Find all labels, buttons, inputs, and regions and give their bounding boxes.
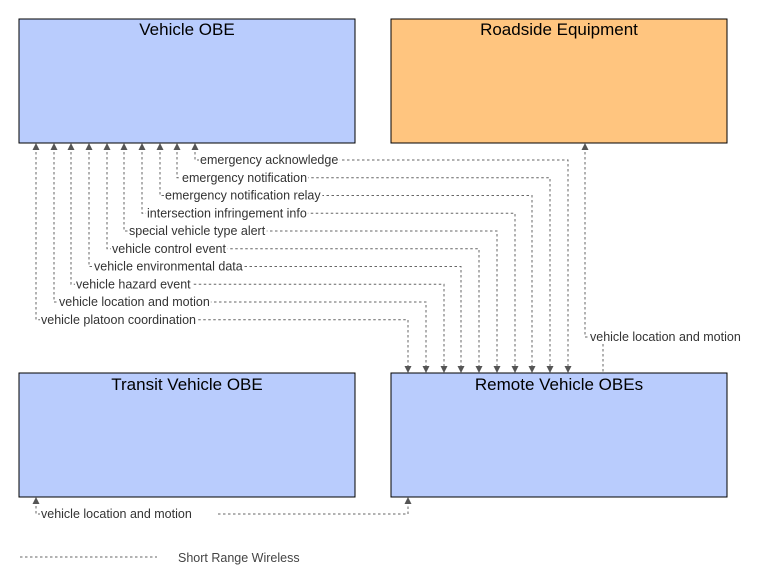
flow-label: emergency acknowledge — [200, 153, 338, 167]
flow-arrow-down-icon — [422, 366, 430, 373]
flow-7[interactable]: vehicle environmental data — [85, 143, 465, 373]
flow-arrow-down-icon — [511, 366, 519, 373]
flow-arrow-down-icon — [546, 366, 554, 373]
flow-label-bg — [58, 295, 211, 309]
transit-flow-label: vehicle location and motion — [41, 507, 192, 521]
legend-label: Short Range Wireless — [178, 551, 300, 565]
transit-flow[interactable]: vehicle location and motion — [32, 497, 412, 521]
flow-label-bg — [40, 312, 198, 327]
flow-arrow-down-icon — [440, 366, 448, 373]
flow-arrow-down-icon — [457, 366, 465, 373]
remote-vehicle-obes-box[interactable]: Remote Vehicle OBEs — [390, 372, 728, 498]
flow-label-bg — [181, 170, 309, 185]
flows-group: emergency acknowledge emergency notificat… — [32, 143, 572, 373]
remote-vehicle-obes-title: Remote Vehicle OBEs — [475, 375, 643, 394]
roadside-equipment-box[interactable]: Roadside Equipment — [390, 18, 728, 144]
flow-arrow-down-icon — [493, 366, 501, 373]
transit-flow-arrow-left-icon — [32, 497, 40, 504]
flow-arrow-down-icon — [528, 366, 536, 373]
flow-label-bg — [75, 277, 193, 292]
flow-line — [194, 147, 569, 369]
flow-label-bg — [93, 259, 244, 274]
flow-line — [141, 147, 516, 369]
flow-arrow-up-icon — [156, 143, 164, 150]
flow-label: special vehicle type alert — [129, 224, 266, 238]
flow-label: emergency notification — [182, 171, 307, 185]
flow-label-bg — [164, 188, 323, 203]
flow-line — [88, 147, 462, 369]
flow-label: emergency notification relay — [165, 189, 321, 203]
flow-line — [106, 147, 480, 369]
flow-arrow-up-icon — [32, 143, 40, 150]
roadside-flow-line — [584, 147, 604, 373]
transit-flow-arrow-right-icon — [404, 497, 412, 504]
vehicle-obe-rect — [18, 18, 356, 144]
flow-8[interactable]: vehicle hazard event — [67, 143, 448, 373]
transit-vehicle-obe-title: Transit Vehicle OBE — [111, 375, 263, 394]
flow-arrow-down-icon — [404, 366, 412, 373]
flow-label: vehicle platoon coordination — [41, 313, 196, 327]
transit-flow-line — [35, 501, 409, 515]
flow-3[interactable]: emergency notification relay — [156, 143, 536, 373]
flow-1[interactable]: emergency acknowledge — [191, 143, 572, 373]
flow-6[interactable]: vehicle control event — [103, 143, 483, 373]
roadside-equipment-rect — [390, 18, 728, 144]
flow-arrow-up-icon — [191, 143, 199, 150]
flow-arrow-up-icon — [50, 143, 58, 150]
flow-arrow-up-icon — [103, 143, 111, 150]
remote-vehicle-obes-rect — [390, 372, 728, 498]
flow-line — [159, 147, 533, 369]
flow-line — [123, 147, 498, 369]
flow-label-bg — [128, 224, 267, 238]
flow-label-bg — [146, 206, 308, 221]
flow-10[interactable]: vehicle platoon coordination — [32, 143, 412, 373]
roadside-flow-label-bg — [589, 329, 761, 344]
flow-arrow-up-icon — [173, 143, 181, 150]
flow-line — [176, 147, 551, 369]
flow-line — [53, 147, 427, 369]
flow-2[interactable]: emergency notification — [173, 143, 554, 373]
flow-9[interactable]: vehicle location and motion — [50, 143, 430, 373]
flow-arrow-down-icon — [475, 366, 483, 373]
flow-line — [35, 147, 409, 369]
flow-arrow-up-icon — [138, 143, 146, 150]
flow-label: intersection infringement info — [147, 206, 307, 220]
roadside-flow-label: vehicle location and motion — [590, 330, 741, 344]
vehicle-obe-title: Vehicle OBE — [139, 20, 234, 39]
vehicle-obe-box[interactable]: Vehicle OBE — [18, 18, 356, 144]
flow-arrow-up-icon — [67, 143, 75, 150]
legend: Short Range Wireless — [20, 551, 300, 565]
roadside-equipment-title: Roadside Equipment — [480, 20, 638, 39]
transit-vehicle-obe-box[interactable]: Transit Vehicle OBE — [18, 372, 356, 498]
flow-label: vehicle hazard event — [76, 277, 191, 291]
flow-arrow-up-icon — [120, 143, 128, 150]
flow-arrow-up-icon — [85, 143, 93, 150]
flow-label: vehicle location and motion — [59, 295, 210, 309]
transit-vehicle-obe-rect — [18, 372, 356, 498]
flow-arrow-down-icon — [564, 366, 572, 373]
flow-label: vehicle control event — [112, 242, 226, 256]
roadside-flow[interactable]: vehicle location and motion — [581, 143, 761, 373]
flow-label-bg — [199, 153, 340, 167]
flow-label-bg — [111, 241, 228, 256]
flow-5[interactable]: special vehicle type alert — [120, 143, 501, 373]
flow-label: vehicle environmental data — [94, 260, 243, 274]
roadside-flow-arrow-icon — [581, 143, 589, 150]
transit-flow-label-bg — [40, 506, 216, 521]
flow-4[interactable]: intersection infringement info — [138, 143, 519, 373]
